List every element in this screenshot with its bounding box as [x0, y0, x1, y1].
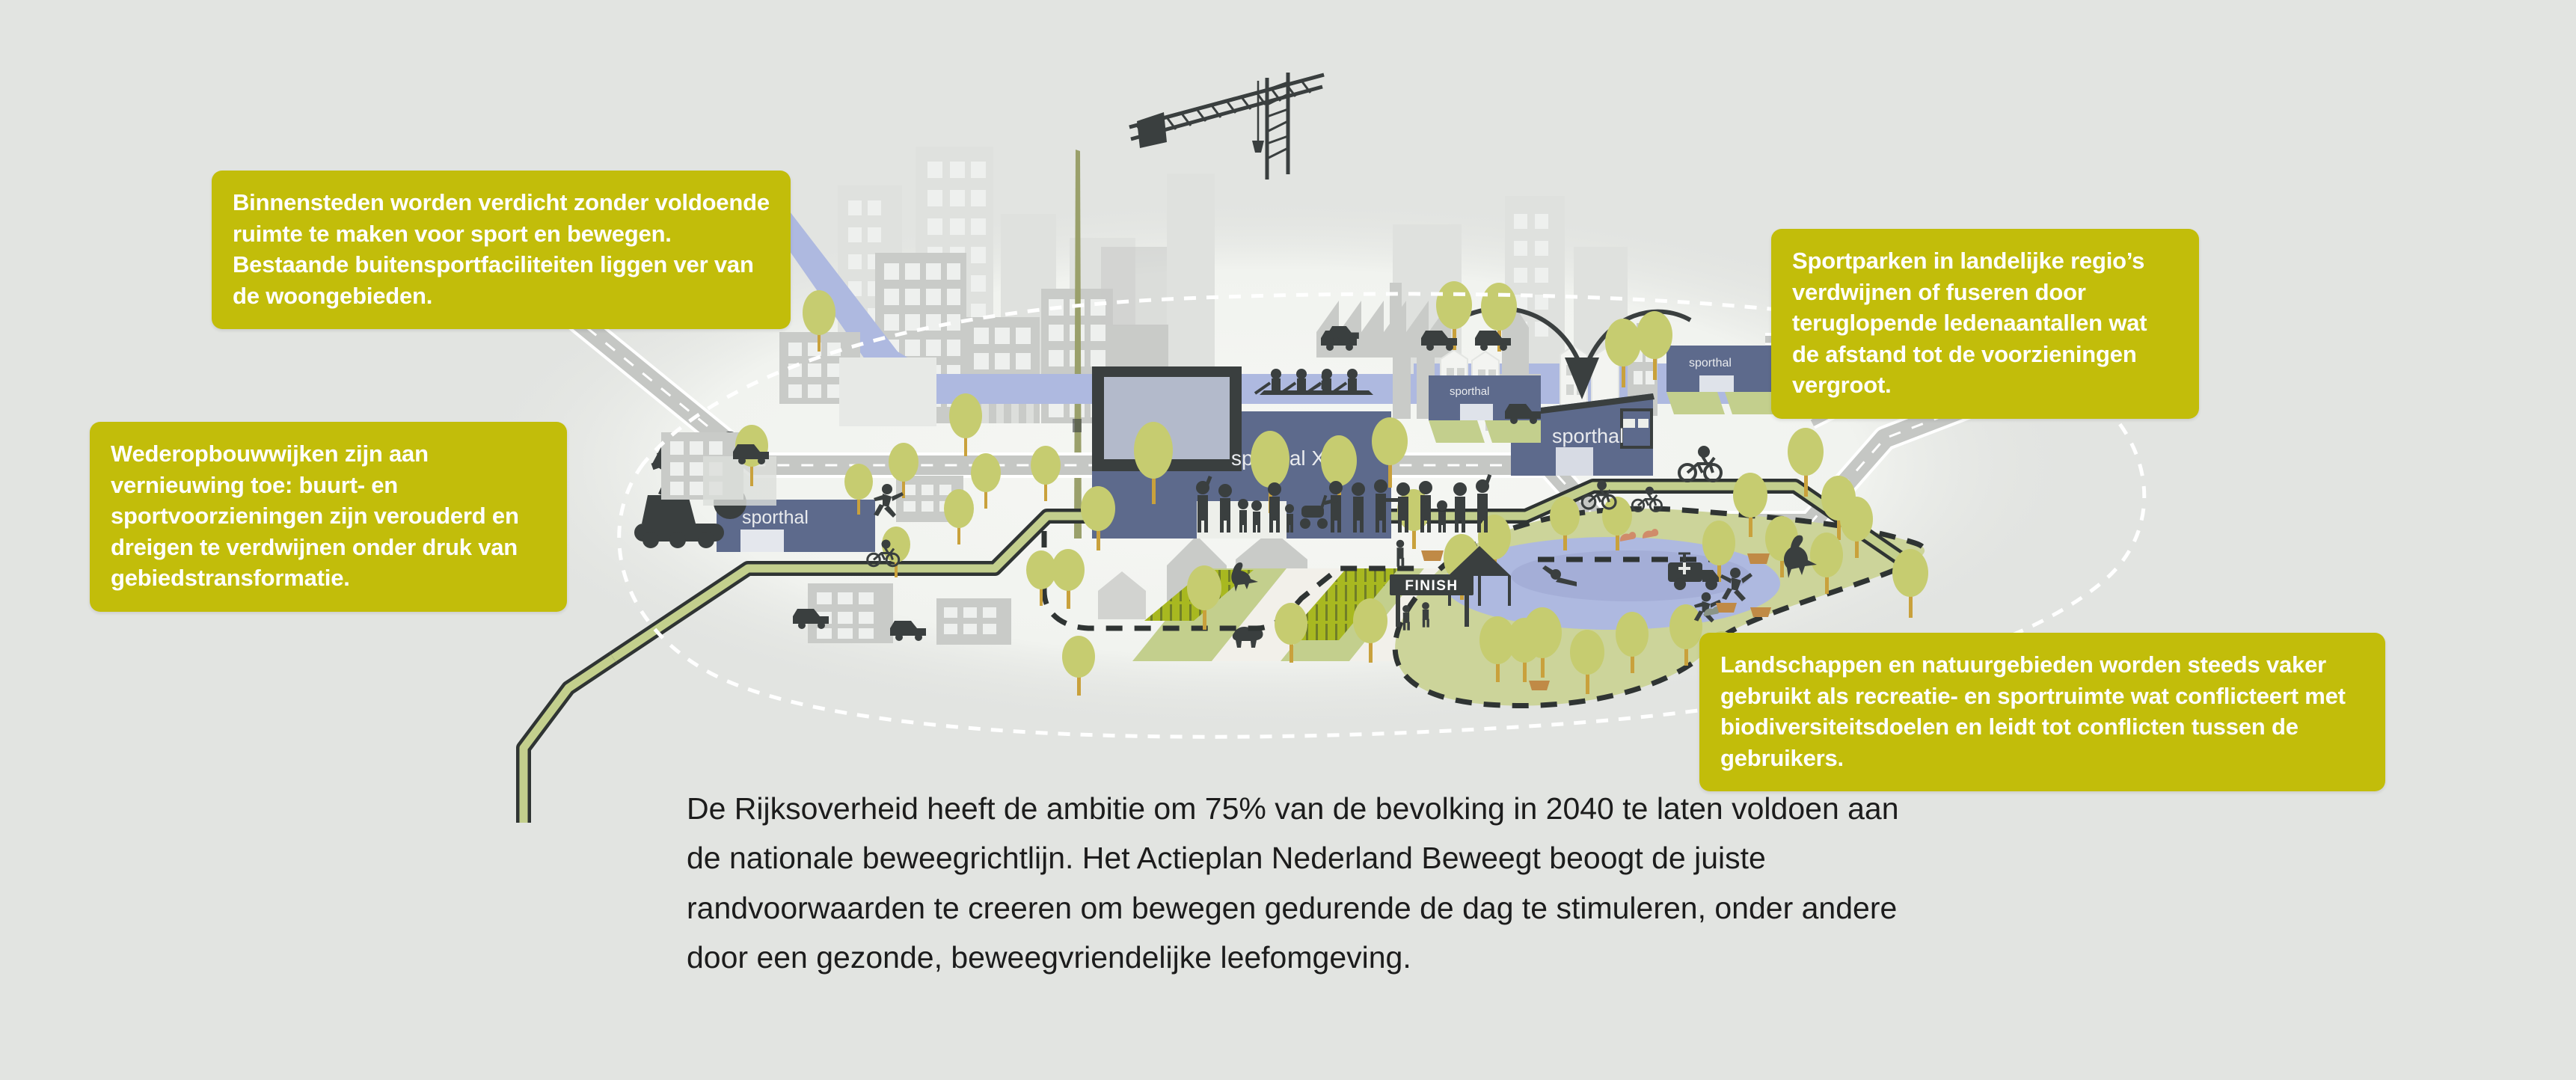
finish-sign-label: FINISH — [1405, 578, 1458, 594]
midrise-blocks — [661, 332, 1011, 645]
callout-inner-cities: Binnensteden worden verdicht zonder vold… — [212, 171, 791, 330]
sporthal-small-right-label: sporthal — [1689, 357, 1732, 369]
cyclist-icon — [866, 446, 1723, 568]
cars — [733, 326, 1541, 641]
callout-post-war-neighbourhoods: Wederopbouwwijken zijn aan vernieuwing t… — [90, 422, 567, 612]
sporthal-demolished-label: sporthal — [742, 507, 809, 528]
body-paragraph: De Rijksoverheid heeft de ambitie om 75%… — [687, 784, 1921, 983]
sculler-icon — [1305, 372, 1330, 394]
merge-arrow-heads — [1565, 358, 1599, 399]
callout-rural-sportparks: Sportparken in landelijke regio’s verdwi… — [1771, 229, 2199, 419]
crowd-of-people — [1196, 473, 1492, 533]
callout-landscapes-nature-text: Landschappen en natuurgebieden worden st… — [1720, 651, 2346, 771]
sporthal-merged-label: sporthal — [1552, 425, 1624, 447]
callout-inner-cities-text: Binnensteden worden verdicht zonder vold… — [233, 189, 770, 309]
callout-landscapes-nature: Landschappen en natuurgebieden worden st… — [1699, 633, 2385, 792]
rowing-four-icon — [1254, 369, 1373, 395]
sports-hall-merged: sporthal — [1511, 393, 1655, 476]
finish-sign: FINISH — [1390, 574, 1473, 627]
dashed-trail — [1041, 531, 1735, 631]
sports-hall-xl: sporthal XL — [1092, 366, 1391, 539]
runner-icon — [874, 484, 904, 518]
sports-hall-small-right: sporthal — [1666, 346, 1786, 414]
body-paragraph-text: De Rijksoverheid heeft de ambitie om 75%… — [687, 791, 1899, 975]
callout-rural-sportparks-text: Sportparken in landelijke regio’s verdwi… — [1792, 248, 2147, 399]
construction-crane-icon — [1129, 73, 1325, 180]
callout-post-war-neighbourhoods-text: Wederopbouwwijken zijn aan vernieuwing t… — [111, 441, 519, 592]
area-boundary-dashed — [617, 292, 2147, 739]
sporthal-small-left-label: sporthal — [1450, 385, 1489, 398]
